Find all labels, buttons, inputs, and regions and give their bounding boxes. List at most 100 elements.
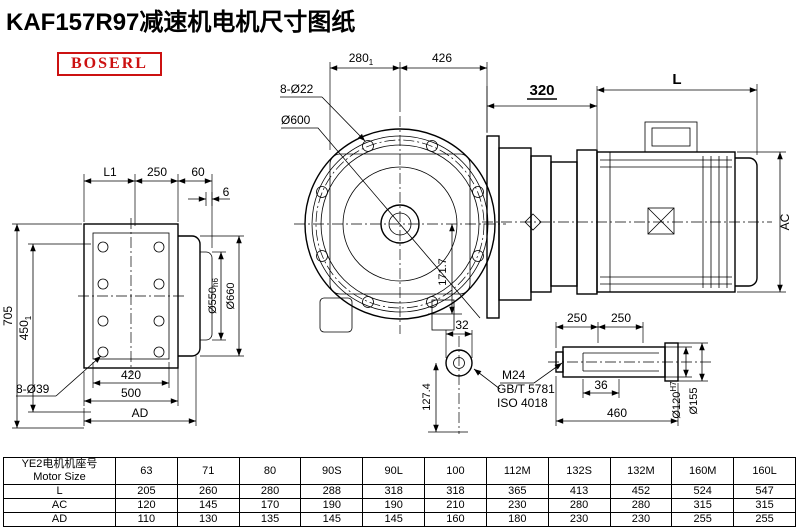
size-col-header: 100 (424, 457, 487, 485)
flange-edge-profile (178, 235, 201, 357)
table-cell: 280 (609, 498, 673, 513)
dim-426-label: 426 (432, 51, 452, 65)
bolt-size-label: M24 (502, 368, 526, 382)
dim-AC-group: AC (737, 151, 792, 293)
size-col-header: 90L (362, 457, 426, 485)
dim-d550-group: Ø550h6 (207, 251, 226, 341)
dim-32-group: 32 (445, 318, 473, 358)
dim-AC-label: AC (778, 213, 792, 230)
table-cell: 255 (733, 512, 796, 527)
table-cell: 130 (176, 512, 240, 527)
table-cell: 230 (609, 512, 673, 527)
dim-d660-group: Ø660 (200, 235, 244, 357)
dim-L-label: L (672, 71, 681, 88)
dim-6-group: 6 (188, 185, 230, 206)
washer-outer (445, 349, 473, 377)
dim-d660-label: Ø660 (225, 283, 237, 310)
table-cell: 135 (238, 512, 302, 527)
dim-d155-group: Ø155 (678, 342, 708, 414)
dim-d120-group: Ø120H7 (665, 346, 692, 419)
row-label-AC: AC (3, 498, 116, 513)
side-view-motor: 320 L AC (482, 71, 792, 319)
dim-171-label: 171.7 (437, 258, 449, 286)
table-cell: 260 (176, 484, 240, 499)
table-row-AC: AC 120 145 170 190 190 210 230 280 280 3… (3, 498, 796, 513)
table-cell: 110 (115, 512, 178, 527)
mounting-bolt-holes (97, 241, 165, 358)
terminal-box-lid (651, 127, 691, 147)
dim-L-group: L (597, 71, 758, 155)
table-cell: 547 (733, 484, 796, 499)
dim-127-group: 127.4 (421, 363, 468, 433)
table-cell: 205 (115, 484, 178, 499)
end-plate (664, 342, 679, 382)
dim-AD-group: AD (83, 356, 197, 426)
bolt-standard-gb-label: GB/T 5781 (497, 382, 555, 396)
table-row-AD: AD 110 130 135 145 145 160 180 230 230 2… (3, 512, 796, 527)
dim-60-label: 60 (191, 165, 205, 179)
size-col-header: 132M (609, 457, 673, 485)
dim-6-label: 6 (223, 185, 230, 199)
table-cell: 190 (300, 498, 364, 513)
size-col-header: 112M (485, 457, 549, 485)
header-cn: YE2电机机座号 (21, 458, 98, 470)
output-shaft-detail: 250 250 36 460 Ø120H7 Ø155 (548, 311, 712, 426)
dim-420-label: 420 (121, 368, 141, 382)
size-col-header: 160M (671, 457, 735, 485)
table-header-row: YE2电机机座号 Motor Size 63 71 80 90S 90L 100… (3, 457, 796, 485)
bolt-standard-iso-label: ISO 4018 (497, 396, 548, 410)
table-cell: 190 (362, 498, 426, 513)
left-view-centerlines (78, 218, 184, 374)
dim-460-group: 460 (555, 376, 679, 426)
keyway-lines (582, 352, 659, 372)
row-label-L: L (3, 484, 116, 499)
flange-plate (486, 135, 500, 319)
row-label-AD: AD (3, 512, 116, 527)
dim-420-group: 420 (92, 362, 170, 388)
dim-450-group: 4501 (17, 243, 91, 413)
size-col-header: 160L (733, 457, 796, 485)
table-cell: 452 (609, 484, 673, 499)
table-cell: 145 (362, 512, 426, 527)
size-col-header: 63 (115, 457, 178, 485)
dim-460-label: 460 (607, 406, 627, 420)
table-cell: 255 (671, 512, 735, 527)
dim-36-label: 36 (594, 378, 608, 392)
size-col-header: 90S (300, 457, 364, 485)
housing-foot (319, 297, 353, 333)
table-cell: 524 (671, 484, 735, 499)
table-cell: 145 (176, 498, 240, 513)
dim-36-group: 36 (582, 378, 620, 398)
bolt-washer-detail: 32 127.4 M24 GB/T 5781 ISO 4018 (421, 318, 563, 434)
dim-8xd39-group: 8-Ø39 (16, 355, 102, 397)
front-flange-view: 2801 426 8-Ø22 Ø600 171.7 (280, 51, 506, 334)
table-cell: 120 (115, 498, 178, 513)
dim-L1-250-group: L1 250 (83, 165, 179, 226)
table-cell: 170 (238, 498, 302, 513)
motor-dimension-table: YE2电机机座号 Motor Size 63 71 80 90S 90L 100… (3, 457, 796, 527)
terminal-box (644, 121, 698, 153)
front-view-centerlines (294, 116, 506, 334)
dim-d550-label: Ø550h6 (207, 278, 220, 314)
size-col-header: 80 (238, 457, 302, 485)
boserl-logo: BOSERL (57, 52, 162, 76)
dim-250b-label: 250 (611, 311, 631, 325)
spigot-edge-profile (200, 251, 213, 341)
table-cell: 145 (300, 512, 364, 527)
dim-8xd39-label: 8-Ø39 (16, 382, 50, 396)
dim-AD-label: AD (132, 406, 149, 420)
dim-500-group: 500 (83, 360, 179, 406)
left-side-view: L1 250 60 6 705 4501 (1, 165, 244, 429)
dim-d120-label: Ø120H7 (669, 381, 683, 419)
size-col-header: 132S (547, 457, 611, 485)
table-cell: 288 (300, 484, 364, 499)
dim-250-250-group: 250 250 (555, 311, 644, 348)
dim-250-label: 250 (147, 165, 167, 179)
dim-L1-label: L1 (103, 165, 117, 179)
dim-280-label: 2801 (349, 51, 374, 67)
table-cell: 315 (733, 498, 796, 513)
dim-500-label: 500 (121, 386, 141, 400)
table-cell: 280 (547, 498, 611, 513)
table-cell: 230 (485, 498, 549, 513)
